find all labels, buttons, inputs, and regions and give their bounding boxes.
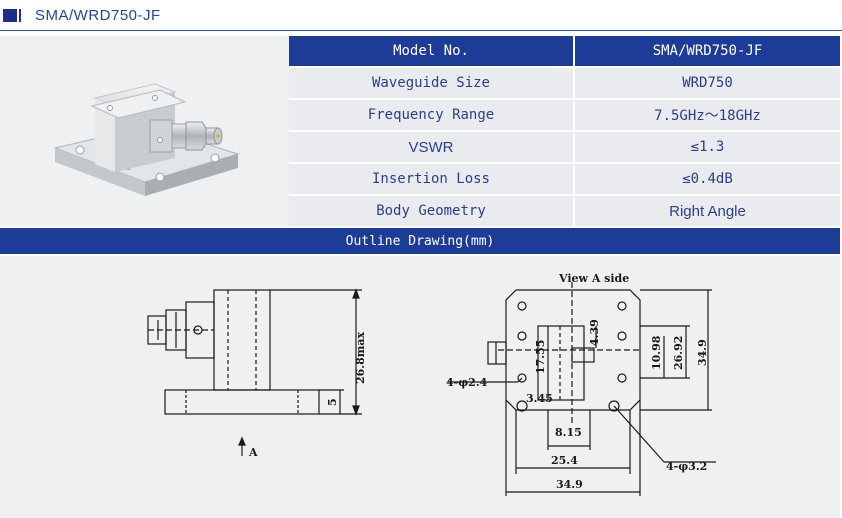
spec-label: VSWR (289, 132, 575, 164)
spec-label: Body Geometry (289, 196, 575, 228)
dim-17-55: 17.55 (534, 340, 547, 374)
spec-label: Insertion Loss (289, 164, 575, 196)
spec-value: ≤1.3 (575, 132, 840, 164)
dim-height-max: 26.8max (354, 331, 367, 384)
spec-row: VSWR ≤1.3 (289, 132, 840, 164)
spec-row: Body Geometry Right Angle (289, 196, 840, 228)
dim-26-92: 26.92 (672, 336, 685, 370)
spec-row: Waveguide Size WRD750 (289, 68, 840, 100)
outline-drawing-title: Outline Drawing(mm) (345, 233, 495, 249)
spec-label: Waveguide Size (289, 68, 575, 100)
view-label: View A side (558, 272, 629, 285)
dim-34-9-horizontal: 34.9 (556, 478, 583, 491)
spec-value: Right Angle (575, 196, 840, 228)
spec-header-label: Model No. (289, 36, 575, 68)
spec-label: Frequency Range (289, 100, 575, 132)
adapter-illustration (53, 83, 240, 196)
page-title: SMA/WRD750-JF (35, 6, 161, 24)
outline-drawing: 26.8max 5 A View A side 4-φ2.4 4-φ3.2 17… (0, 256, 840, 518)
dim-34-9-vertical: 34.9 (696, 339, 709, 366)
technical-drawing: 26.8max 5 A View A side 4-φ2.4 4-φ3.2 17… (147, 272, 716, 496)
title-bar: SMA/WRD750-JF (3, 4, 161, 26)
outline-drawing-header: Outline Drawing(mm) (0, 228, 840, 254)
spec-value: 7.5GHz～18GHz (575, 100, 840, 132)
spec-row: Frequency Range 7.5GHz～18GHz (289, 100, 840, 132)
dim-3-45: 3.45 (526, 392, 553, 405)
dim-10-98: 10.98 (650, 335, 663, 370)
dim-8-15: 8.15 (555, 426, 582, 439)
product-photo (0, 36, 289, 226)
title-marker-icon (3, 8, 21, 22)
spec-header-value: SMA/WRD750-JF (575, 36, 840, 68)
dim-4-39: 4.39 (588, 319, 601, 346)
arrow-label: A (248, 446, 258, 459)
dim-hole-small: 4-φ2.4 (446, 376, 488, 389)
spec-row: Insertion Loss ≤0.4dB (289, 164, 840, 196)
spec-header-row: Model No. SMA/WRD750-JF (289, 36, 840, 68)
spec-value: ≤0.4dB (575, 164, 840, 196)
dim-hole-large: 4-φ3.2 (666, 460, 707, 473)
header-rule (0, 30, 842, 31)
dim-flange: 5 (326, 398, 339, 406)
spec-value: WRD750 (575, 68, 840, 100)
dim-25-4: 25.4 (551, 454, 578, 467)
spec-table: Model No. SMA/WRD750-JF Waveguide Size W… (289, 36, 840, 228)
